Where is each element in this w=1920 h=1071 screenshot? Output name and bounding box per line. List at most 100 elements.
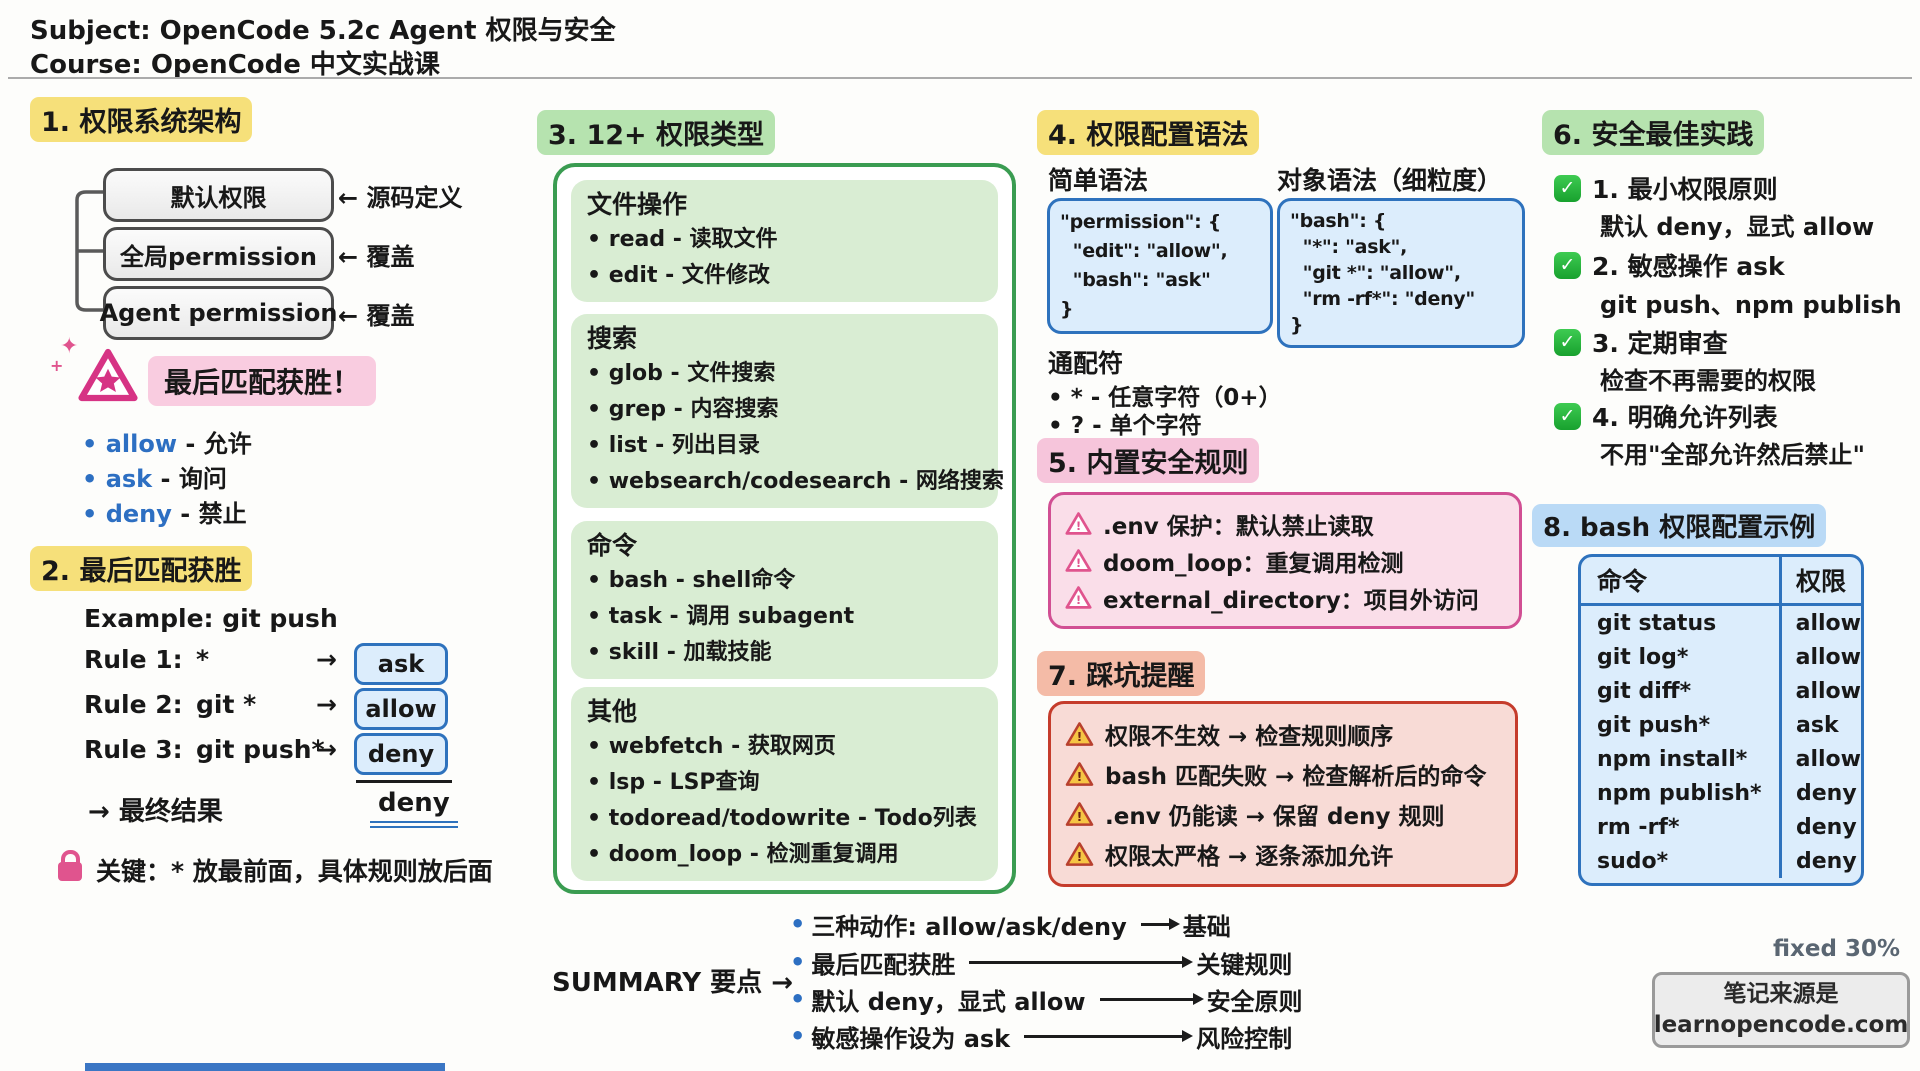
perm-item: skill - 加载技能 (587, 635, 982, 671)
perm-group-name: 搜索 (587, 324, 638, 353)
layer-note: ← 覆盖 (338, 243, 415, 271)
result-sum-line (356, 780, 452, 783)
svg-text:!: ! (1077, 849, 1083, 864)
best-practice-sub: 默认 deny，显式 allow (1600, 213, 1875, 241)
rule-label: Rule 3: (84, 735, 183, 764)
section8-title: 8. bash 权限配置示例 (1532, 504, 1827, 547)
star-triangle-icon (78, 348, 138, 402)
warning-icon: ! (1065, 586, 1092, 609)
warning-icon: ! (1065, 762, 1094, 786)
arrow-right-icon: → (316, 735, 337, 764)
builtin-rule-text: external_directory：项目外访问 (1103, 587, 1479, 614)
perm-item: todoread/todowrite - Todo列表 (587, 801, 982, 837)
section7-title: 7. 踩坑提醒 (1037, 651, 1206, 696)
builtin-rule-text: .env 保护：默认禁止读取 (1103, 513, 1374, 540)
warning-icon: ! (1065, 842, 1094, 866)
table-row: git diff*allow (1581, 674, 1861, 708)
best-practice-sub: 不用"全部允许然后禁止" (1600, 441, 1866, 469)
best-practice-sub: git push、npm publish (1600, 291, 1902, 319)
table-cell-permission: allow (1795, 746, 1861, 772)
rule-example: Example: git push (84, 604, 338, 633)
builtin-rules-box: ! .env 保护：默认禁止读取 ! doom_loop：重复调用检测 ! ex… (1048, 492, 1522, 629)
table-cell-command: git status (1581, 606, 1782, 640)
object-syntax-label: 对象语法（细粒度） (1277, 166, 1503, 195)
check-icon: ✓ (1554, 328, 1581, 356)
table-row: npm publish*deny (1581, 776, 1861, 810)
rule-result-chip: allow (354, 688, 448, 730)
best-practice-1: ✓ 1. 最小权限原则 (1554, 170, 1778, 206)
perm-item: bash - shell命令 (587, 563, 982, 599)
rule-result-chip: deny (354, 733, 448, 775)
arrow-connector (1024, 1029, 1194, 1042)
best-practice-2: ✓ 2. 敏感操作 ask (1554, 247, 1785, 283)
best-practice-head: 2. 敏感操作 ask (1592, 252, 1785, 281)
summary-point-text: 敏感操作设为 ask (811, 1024, 1011, 1053)
action-ask: ask - 询问 (82, 459, 227, 494)
layer-box-global: 全局permission (103, 227, 334, 281)
final-result-value: deny (370, 788, 458, 828)
builtin-rule: ! doom_loop：重复调用检测 (1065, 542, 1505, 579)
table-cell-permission: ask (1796, 712, 1839, 738)
action-allow: allow - 允许 (82, 424, 252, 459)
perm-item: task - 调用 subagent (587, 599, 982, 635)
perm-group-name: 文件操作 (587, 190, 688, 219)
best-practice-head: 4. 明确允许列表 (1592, 403, 1778, 432)
arrow-connector (1099, 992, 1204, 1005)
lock-icon (58, 850, 82, 881)
table-cell-command: git log* (1581, 640, 1782, 674)
layer-note: ← 覆盖 (338, 302, 415, 330)
final-result-label: → 最终结果 (88, 797, 223, 827)
arrow-connector (969, 955, 1194, 968)
action-term: ask (105, 465, 153, 493)
table-cell-permission: deny (1796, 814, 1857, 840)
builtin-rule: ! external_directory：项目外访问 (1065, 579, 1505, 616)
best-practice-head: 3. 定期审查 (1592, 329, 1728, 358)
pitfall: ! .env 仍能读 → 保留 deny 规则 (1065, 794, 1501, 834)
rule-pattern: git push* (196, 735, 325, 764)
check-icon: ✓ (1554, 402, 1581, 430)
table-cell-permission: deny (1796, 780, 1857, 806)
table-cell-command: npm install* (1581, 742, 1782, 776)
table-cell-permission: deny (1796, 848, 1857, 874)
table-cell-command: git push* (1581, 708, 1782, 742)
summary-point: 默认 deny，显式 allow 安全原则 (790, 983, 1302, 1016)
wildcards-label: 通配符 (1048, 349, 1124, 378)
pitfall-text: 权限太严格 → 逐条添加允许 (1105, 844, 1394, 870)
section3-title: 3. 12+ 权限类型 (537, 110, 776, 155)
action-deny: deny - 禁止 (82, 494, 247, 529)
summary-point-target: 基础 (1182, 912, 1231, 941)
bottom-blue-bar (85, 1063, 445, 1071)
warning-icon: ! (1065, 722, 1094, 746)
pitfall: ! 权限太严格 → 逐条添加允许 (1065, 834, 1501, 874)
svg-text:!: ! (1076, 593, 1081, 607)
perm-group-commands: 命令 bash - shell命令 task - 调用 subagent ski… (571, 521, 998, 679)
layer-box-default: 默认权限 (103, 168, 334, 222)
pitfall: ! 权限不生效 → 检查规则顺序 (1065, 714, 1501, 754)
rule-label: Rule 2: (84, 690, 183, 719)
table-header-command: 命令 (1581, 557, 1782, 603)
section6-title: 6. 安全最佳实践 (1542, 110, 1765, 155)
summary-point-target: 风险控制 (1196, 1024, 1293, 1053)
wildcard-item: ? - 单个字符 (1048, 406, 1202, 440)
pitfall-text: bash 匹配失败 → 检查解析后的命令 (1105, 764, 1487, 790)
warning-icon: ! (1065, 549, 1092, 572)
table-cell-command: rm -rf* (1581, 810, 1782, 844)
table-row: rm -rf* deny (1581, 810, 1861, 844)
layer-box-agent: Agent permission (100, 286, 337, 340)
section2-title: 2. 最后匹配获胜 (30, 546, 253, 591)
last-match-wins-badge: 最后匹配获胜！ (148, 356, 377, 406)
source-note-line1: 笔记来源是 (1723, 981, 1839, 1007)
perm-item: doom_loop - 检测重复调用 (587, 837, 982, 873)
perm-group-name: 命令 (587, 531, 638, 560)
rule-pattern: * (196, 645, 210, 674)
rule-label: Rule 1: (84, 645, 183, 674)
pitfalls-box: ! 权限不生效 → 检查规则顺序 ! bash 匹配失败 → 检查解析后的命令 … (1048, 701, 1518, 887)
summary-point-text: 最后匹配获胜 (811, 950, 956, 979)
table-row: git push* ask (1581, 708, 1861, 742)
perm-item: glob - 文件搜索 (587, 356, 982, 392)
arrow-connector (1140, 917, 1180, 930)
page-course: Course: OpenCode 中文实战课 (30, 50, 440, 80)
action-term: deny (105, 500, 172, 528)
